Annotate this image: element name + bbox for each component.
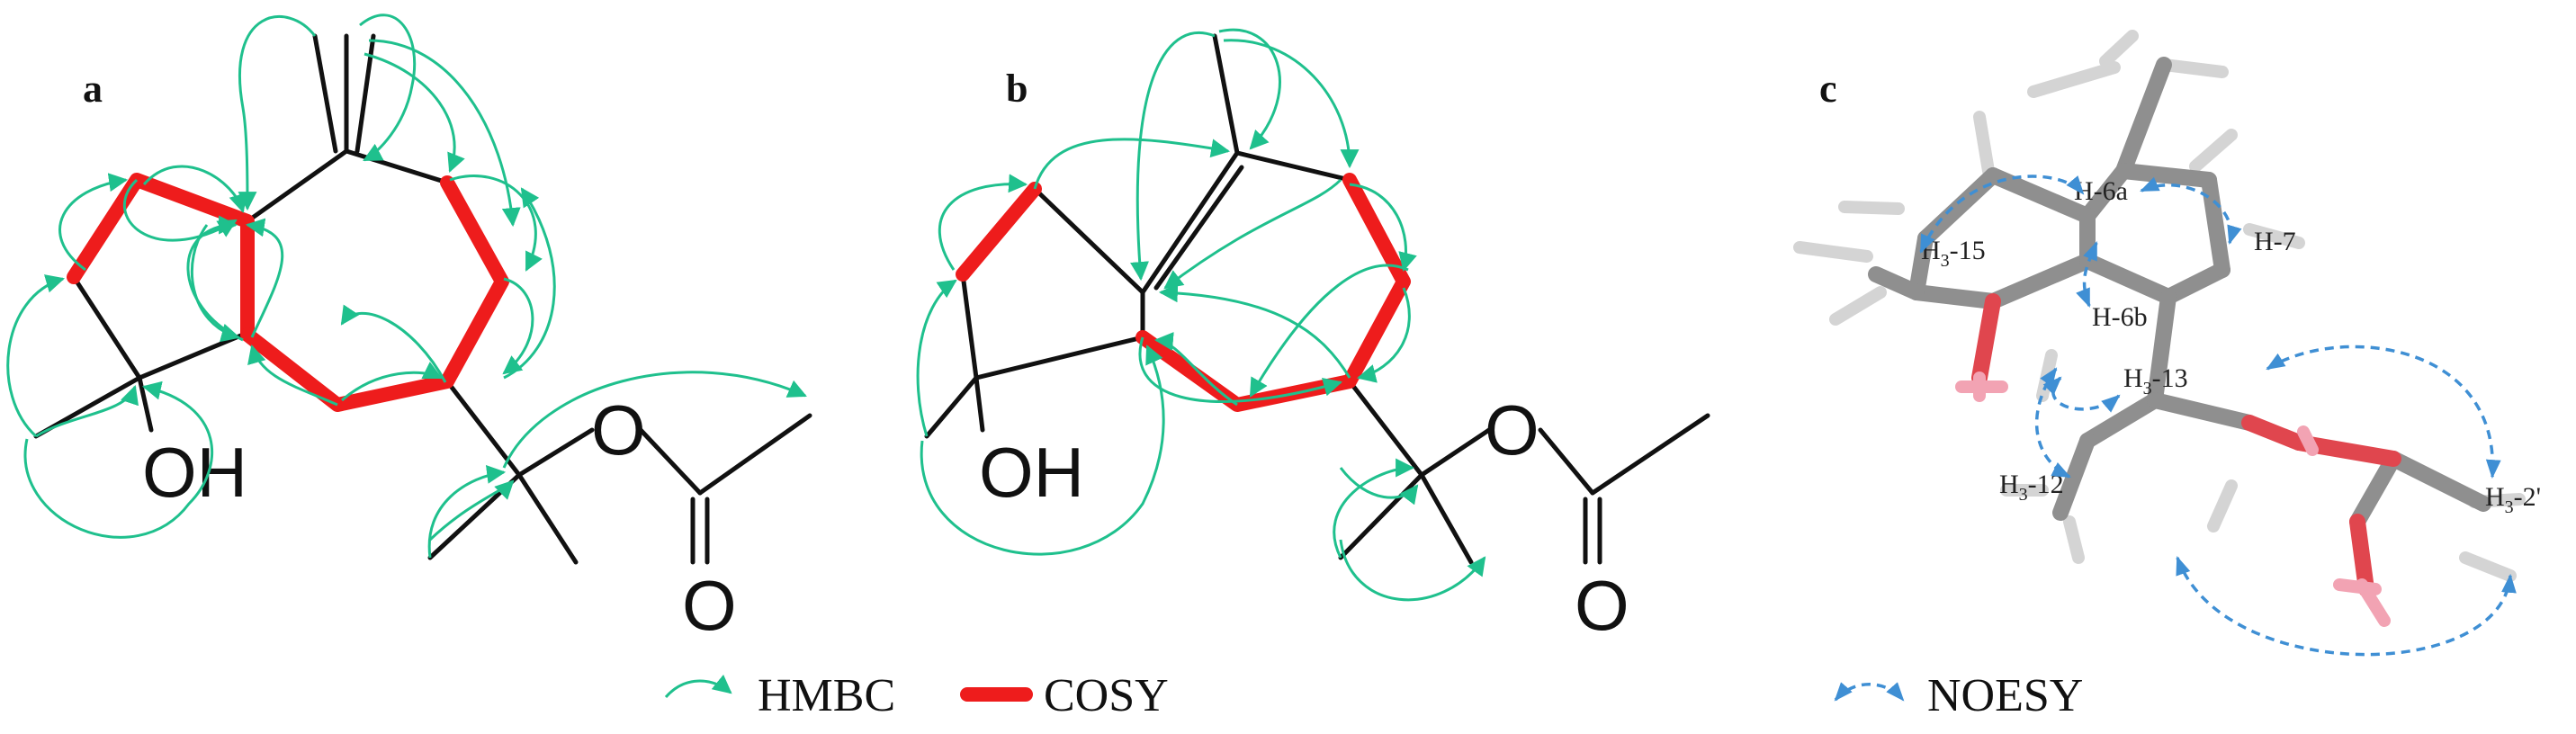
panel-a-label: a [83,67,103,111]
label-h-6b: H-6b [2092,302,2148,332]
panel-b-cosy-ring2 [1135,173,1411,412]
hmbc-arrow-icon [664,674,732,698]
panel-b-oh: OH [979,433,1084,512]
panel-a-cosy-ring2 [240,175,509,412]
panel-b-o-carbonyl: O [1575,566,1629,645]
panel-a-oh: OH [142,433,247,512]
legend-hmbc-label: HMBC [758,670,895,721]
panel-a-hmbc-arrows [6,13,807,559]
legend-hmbc: HMBC [664,670,895,721]
panel-c: c [1793,30,2541,657]
panel-c-3d-model [1793,30,2526,627]
label-h3-12: H3-12 [1999,470,2064,505]
panel-a-o-carbonyl: O [682,566,737,645]
label-h3-2prime: H3-2' [2485,482,2541,517]
legend-cosy-label: COSY [1044,670,1169,721]
label-h3-15: H3-15 [1921,236,1986,271]
panel-b-o-ester: O [1485,390,1539,470]
panel-b-hmbc-arrows [916,28,1486,602]
panel-a-cosy-ring1 [67,173,255,342]
legend-noesy: NOESY [1834,670,2083,721]
panel-a-o-ester: O [591,390,646,470]
panel-c-noesy-arrows [1919,175,2517,657]
panel-b-cosy-ring1 [956,182,1042,282]
panel-b: b OH O O [916,28,1710,645]
legend: HMBC COSY NOESY [664,670,2083,721]
label-h3-13: H3-13 [2123,363,2188,398]
label-h-7: H-7 [2254,227,2296,256]
noesy-arrow-icon [1834,682,1905,702]
panel-a: a OH O O [6,13,812,645]
legend-cosy: COSY [960,670,1169,721]
panel-c-label: c [1819,67,1837,111]
label-h-6a: H-6a [2074,176,2128,206]
panel-b-label: b [1006,67,1028,111]
legend-noesy-label: NOESY [1927,670,2083,721]
